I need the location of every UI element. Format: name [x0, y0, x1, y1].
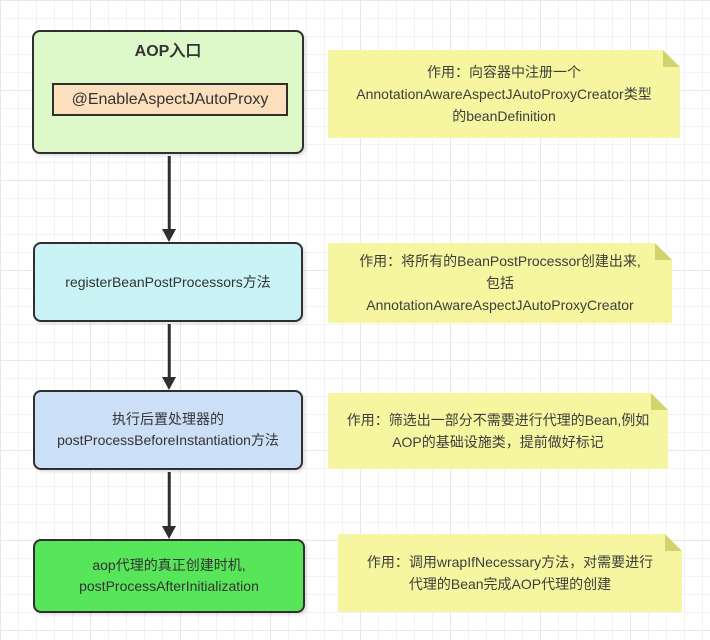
note-fold-icon: [665, 534, 682, 551]
note-text: 作用：向容器中注册一个 AnnotationAwareAspectJAutoPr…: [356, 64, 652, 124]
arrow-line: [167, 324, 171, 379]
note-fold-icon: [655, 243, 672, 260]
sticky-note-register-bpp[interactable]: 作用：将所有的BeanPostProcessor创建出来, 包括 Annotat…: [328, 243, 672, 323]
note-fold-icon: [663, 50, 680, 67]
sticky-note-enable-aspectj[interactable]: 作用：向容器中注册一个 AnnotationAwareAspectJAutoPr…: [328, 50, 680, 138]
node-register-bean-post-processors[interactable]: registerBeanPostProcessors方法: [33, 242, 303, 322]
arrow-head-icon: [162, 526, 176, 539]
arrow-down-icon: [162, 156, 176, 242]
arrow-down-icon: [162, 324, 176, 390]
node-enable-aspectj-autoproxy[interactable]: @EnableAspectJAutoProxy: [52, 83, 288, 116]
sticky-note-before-instantiation[interactable]: 作用：筛选出一部分不需要进行代理的Bean,例如 AOP的基础设施类，提前做好标…: [328, 393, 668, 469]
arrow-down-icon: [162, 472, 176, 539]
note-text: 作用：筛选出一部分不需要进行代理的Bean,例如 AOP的基础设施类，提前做好标…: [346, 412, 650, 450]
arrow-head-icon: [162, 377, 176, 390]
node-post-process-after-initialization[interactable]: aop代理的真正创建时机, postProcessAfterInitializa…: [33, 539, 305, 613]
node-label: aop代理的真正创建时机, postProcessAfterInitializa…: [79, 557, 259, 594]
arrow-line: [167, 156, 171, 231]
note-text: 作用：将所有的BeanPostProcessor创建出来, 包括 Annotat…: [359, 253, 641, 313]
node-label: 执行后置处理器的 postProcessBeforeInstantiation方…: [57, 411, 279, 448]
arrow-head-icon: [162, 229, 176, 242]
note-fold-icon: [651, 393, 668, 410]
note-text: 作用：调用wrapIfNecessary方法，对需要进行 代理的Bean完成AO…: [366, 554, 654, 592]
node-aop-entry[interactable]: AOP入口 @EnableAspectJAutoProxy: [32, 30, 304, 154]
node-aop-entry-title: AOP入口: [134, 43, 202, 60]
node-post-process-before-instantiation[interactable]: 执行后置处理器的 postProcessBeforeInstantiation方…: [33, 390, 303, 470]
sticky-note-wrap-if-necessary[interactable]: 作用：调用wrapIfNecessary方法，对需要进行 代理的Bean完成AO…: [338, 534, 682, 612]
arrow-line: [167, 472, 171, 528]
node-label: registerBeanPostProcessors方法: [65, 273, 271, 290]
annotation-label: @EnableAspectJAutoProxy: [71, 90, 269, 108]
